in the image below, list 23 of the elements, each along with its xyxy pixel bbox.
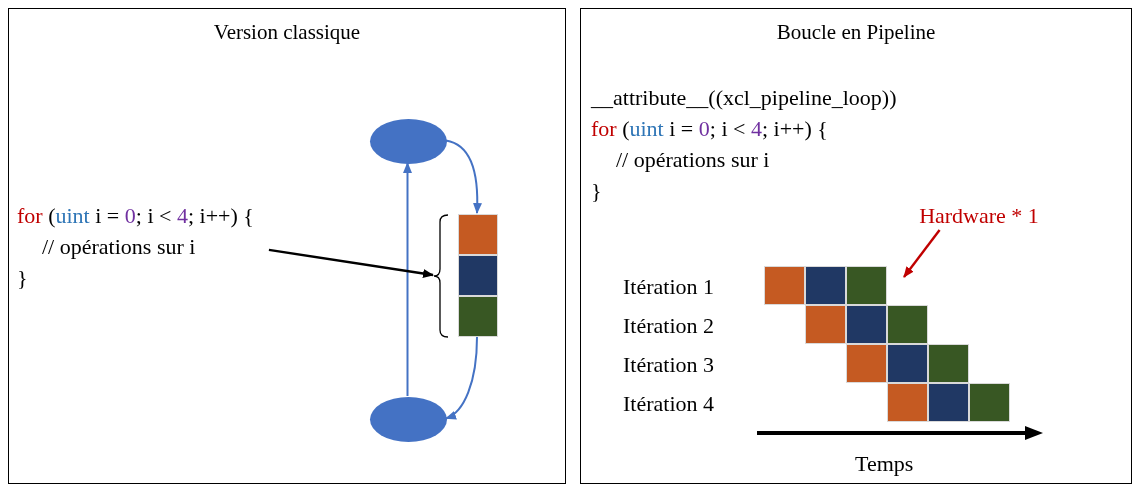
arrow <box>403 162 412 397</box>
arrow <box>445 336 478 420</box>
iteration-label: Itération 2 <box>623 312 715 340</box>
iteration-label: Itération 4 <box>623 390 715 418</box>
arrow <box>445 139 482 214</box>
code-line: __attribute__((xcl_pipeline_loop)) <box>591 84 897 112</box>
panel-title: Version classique <box>212 19 362 45</box>
panel <box>580 8 1132 484</box>
annotation-text: Hardware * 1 <box>899 201 1059 231</box>
stage-stack <box>434 214 498 338</box>
axis-label: Temps <box>855 450 914 478</box>
code-line: // opérations sur i <box>41 233 196 261</box>
code-line: } <box>591 177 602 205</box>
panel <box>8 8 566 484</box>
arrow <box>268 248 434 278</box>
arrow <box>903 229 941 278</box>
iteration-label: Itération 3 <box>623 351 715 379</box>
code-line: // opérations sur i <box>615 146 770 174</box>
code-line: } <box>17 264 28 292</box>
code-line: for (uint i = 0; i < 4; i++) { <box>17 202 254 230</box>
code-line: for (uint i = 0; i < 4; i++) { <box>591 115 828 143</box>
panel-title: Boucle en Pipeline <box>775 19 937 45</box>
iteration-label: Itération 1 <box>623 273 715 301</box>
